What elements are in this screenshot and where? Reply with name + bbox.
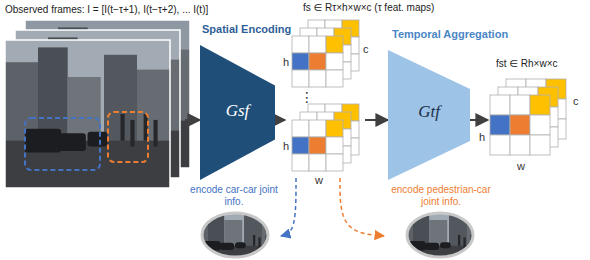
feature-map (490, 95, 550, 155)
feature-stack: fs ∈ Rτ×h×w×c (τ feat. maps) (285, 20, 365, 178)
feature-cell (326, 154, 343, 171)
pedestrian (476, 237, 478, 248)
node-text: fs ∈ Rτ×h×w×c (τ feat. maps) (303, 2, 434, 14)
node-text: fst ∈ Rh×w×c (496, 58, 558, 70)
node-text: Observed frames: I = [I(t−τ+1), I(t−τ+2)… (5, 4, 208, 16)
feature-cell (325, 138, 342, 155)
feature-map (292, 120, 343, 171)
feature-cell (325, 54, 342, 71)
pedestrian (271, 237, 273, 248)
feature-cell (326, 70, 343, 87)
zoom-image (395, 205, 485, 260)
encoder-trapezoid: Spatial EncodingGsf (200, 45, 275, 180)
node-text: encode pedestrian-car joint info. (385, 184, 497, 208)
flow-arrow (365, 119, 388, 121)
node-text: Gtf (388, 102, 470, 122)
feature-cell (308, 121, 325, 138)
pedestrian-car-box (108, 112, 148, 162)
car (25, 129, 61, 153)
feature-cell (490, 115, 510, 135)
car (235, 242, 246, 248)
feature-cell (292, 120, 309, 137)
feature-cell (309, 120, 326, 137)
car (88, 132, 108, 147)
flow-arrow (470, 119, 488, 121)
node-text: encode car-car joint info. (188, 184, 280, 208)
feature-cell (292, 154, 309, 171)
aggregator-trapezoid: Temporal AggregationGtf (388, 50, 470, 180)
feature-cell (309, 137, 326, 154)
sky (190, 205, 280, 260)
axis-label: h (283, 141, 289, 152)
feature-cell (510, 115, 530, 135)
feature-cell (326, 137, 343, 154)
axis-label: c (363, 44, 369, 55)
axis-label: h (283, 57, 289, 68)
car (440, 242, 451, 248)
dashed-callout-arrow (281, 178, 296, 236)
feature-cell (308, 54, 325, 71)
zoom-vignette (202, 213, 268, 257)
dashed-callout-arrow (340, 178, 384, 236)
stage-heading: Temporal Aggregation (392, 28, 508, 41)
output-map: fst ∈ Rh×w×c (488, 76, 570, 160)
pedestrian (253, 235, 255, 246)
zoom-vignette (407, 213, 473, 257)
car (59, 133, 85, 151)
sky (395, 205, 485, 260)
trapezoid (200, 45, 275, 180)
axis-label: h (479, 132, 485, 143)
feature-cell (530, 115, 550, 135)
axis-label: w (315, 175, 323, 186)
zoom-callout: encode pedestrian-car joint info. (385, 184, 497, 258)
feature-cell (326, 120, 343, 137)
feature-cell (530, 95, 550, 115)
zoom-callout: encode car-car joint info. (188, 184, 280, 258)
car (425, 243, 439, 250)
feature-cell (325, 37, 342, 54)
ellipsis-mark: ⋮ (300, 90, 314, 104)
flow-arrow (275, 119, 285, 121)
feature-cell (510, 95, 530, 115)
car (220, 243, 234, 250)
feature-cell (292, 53, 309, 70)
feature-cell (325, 121, 342, 138)
feature-cell (309, 70, 326, 87)
feature-cell (292, 36, 309, 53)
pedestrian (144, 114, 148, 141)
node-text: Gsf (200, 101, 275, 121)
feature-cell (309, 154, 326, 171)
trapezoid (388, 50, 470, 180)
stage-heading: Spatial Encoding (202, 23, 291, 36)
pedestrian (130, 120, 134, 147)
feature-cell (326, 36, 343, 53)
sky (5, 40, 170, 188)
feature-cell (308, 37, 325, 54)
feature-cell (510, 135, 530, 155)
feature-cell (326, 53, 343, 70)
frame-stack: Observed frames: I = [I(t−τ+1), I(t−τ+2)… (5, 20, 185, 188)
pedestrian (258, 237, 260, 248)
feature-cell (530, 135, 550, 155)
feature-cell (308, 138, 325, 155)
zoom-image (190, 205, 280, 260)
pedestrian (154, 120, 158, 147)
feature-cell (309, 36, 326, 53)
feature-cell (490, 135, 510, 155)
feature-cell (309, 53, 326, 70)
car-car-box (25, 118, 100, 170)
axis-label: w (517, 161, 525, 172)
axis-label: c (573, 96, 579, 107)
video-frame (5, 40, 170, 188)
feature-cell (490, 95, 510, 115)
pedestrian (458, 235, 460, 246)
flow-arrow (185, 119, 200, 121)
pedestrian (121, 114, 125, 141)
feature-cell (292, 137, 309, 154)
feature-map (292, 36, 343, 87)
frame-border (5, 40, 170, 188)
feature-cell (292, 70, 309, 87)
pedestrian (463, 237, 465, 248)
